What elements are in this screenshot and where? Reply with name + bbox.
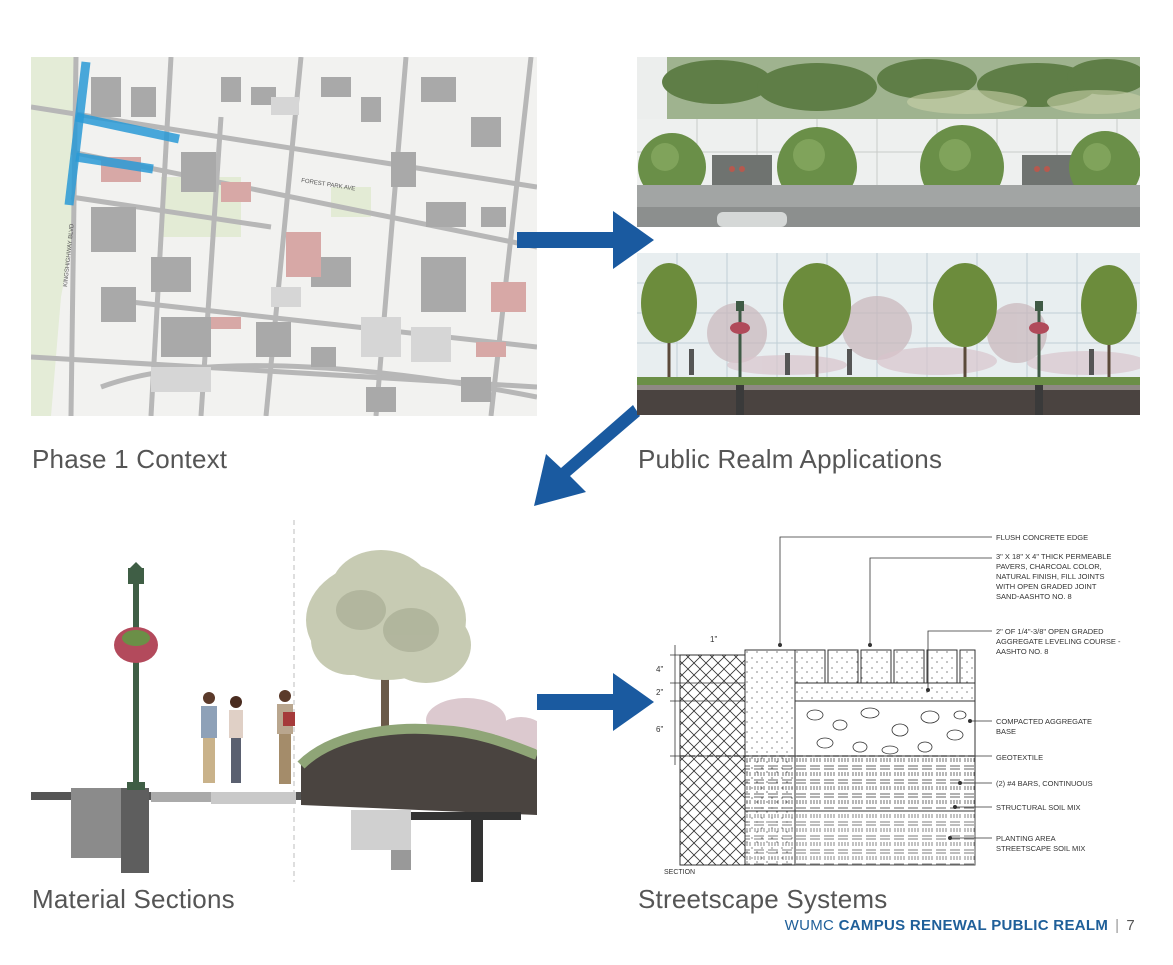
page-number: 7 (1126, 917, 1135, 934)
caption-phase-1-context: Phase 1 Context (32, 444, 228, 474)
footer-prefix: WUMC (784, 917, 835, 934)
arrow-right-icon-2 (517, 673, 654, 731)
material-section-drawing (31, 520, 537, 882)
streetscape-elevation (637, 253, 1140, 415)
callout-structural-soil: STRUCTURAL SOIL MIX (996, 803, 1081, 812)
arrow-right-icon (517, 211, 654, 269)
context-map: FOREST PARK AVE KINGSHIGHWAY BLVD (31, 57, 537, 416)
callout-permeable-pavers: 3" X 18" X 4" THICK PERMEABLE PAVERS, CH… (996, 552, 1112, 601)
streetscape-plan-view (637, 57, 1140, 227)
footer-title: CAMPUS RENEWAL PUBLIC REALM (838, 917, 1109, 934)
caption-public-realm-applications: Public Realm Applications (638, 444, 943, 474)
streetscape-systems-detail: FLUSH CONCRETE EDGE 3" X 18" X 4" THICK … (640, 525, 1140, 880)
section-label: SECTION (664, 869, 696, 876)
caption-streetscape-systems: Streetscape Systems (638, 884, 888, 914)
footer-separator: | (1115, 917, 1120, 934)
dim-label-6: 6" (656, 725, 664, 734)
callout-geotextile: GEOTEXTILE (996, 753, 1044, 762)
dim-label-1: 1" (710, 635, 718, 644)
arrow-down-left-icon (534, 405, 640, 506)
page-footer: WUMC CAMPUS RENEWAL PUBLIC REALM | 7 (785, 917, 1135, 934)
callout-flush-concrete-edge: FLUSH CONCRETE EDGE (996, 533, 1089, 542)
map-drawing: FOREST PARK AVE KINGSHIGHWAY BLVD (31, 57, 537, 416)
caption-material-sections: Material Sections (32, 884, 235, 914)
callout-compacted-aggregate: COMPACTED AGGREGATE BASE (996, 717, 1092, 736)
dim-label-4: 4" (656, 665, 664, 674)
callout-bars: (2) #4 BARS, CONTINUOUS (996, 779, 1093, 788)
callout-leveling-course: 2" of 1/4"-3/8" OPEN GRADED AGGREGATE LE… (996, 627, 1121, 656)
dim-label-2: 2" (656, 688, 664, 697)
callout-planting-soil: PLANTING AREA STREETSCAPE SOIL MIX (996, 834, 1086, 853)
